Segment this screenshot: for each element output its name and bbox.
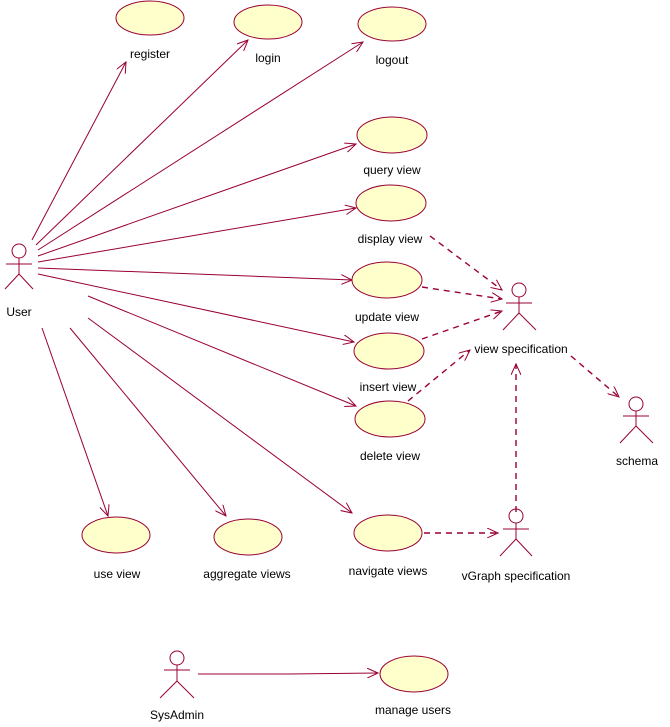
actor-label: vGraph specification <box>462 569 571 583</box>
assoc-use-view[interactable] <box>41 327 108 516</box>
stick-figure-icon <box>159 650 195 699</box>
usecase-login[interactable]: login <box>233 4 303 65</box>
dep-update-to-viewspec[interactable] <box>421 286 502 299</box>
usecase-update-view[interactable]: update view <box>351 261 423 324</box>
usecase-label: update view <box>355 310 419 324</box>
assoc-manage-users[interactable] <box>198 673 378 674</box>
stick-figure-icon <box>502 282 537 331</box>
actor-view-specification[interactable]: view specification <box>474 282 568 356</box>
usecase-label: display view <box>358 232 423 246</box>
usecase-label: manage users <box>375 703 451 717</box>
actor-label: User <box>6 305 31 319</box>
stick-figure-icon <box>4 243 34 290</box>
assoc-query-view[interactable] <box>37 144 356 257</box>
usecase-label: use view <box>94 567 141 581</box>
usecase-use-view[interactable]: use view <box>81 516 151 581</box>
usecase-label: delete view <box>360 449 420 463</box>
dep-display-to-viewspec[interactable] <box>429 235 502 290</box>
actor-label: schema <box>616 454 658 468</box>
usecase-label: aggregate views <box>203 567 290 581</box>
usecase-label: query view <box>363 163 421 177</box>
usecase-label: insert view <box>360 380 417 394</box>
usecase-label: register <box>130 47 170 61</box>
actor-vgraph-specification[interactable]: vGraph specification <box>462 508 571 583</box>
stick-figure-icon <box>619 396 654 444</box>
usecase-aggregate-views[interactable]: aggregate views <box>203 518 291 581</box>
assoc-delete-view[interactable] <box>87 295 356 406</box>
assoc-aggregate-views[interactable] <box>69 327 226 516</box>
dep-viewspec-to-schema[interactable] <box>570 355 619 397</box>
dependencies <box>407 235 619 533</box>
assoc-navigate-views[interactable] <box>87 317 352 513</box>
actor-sysadmin[interactable]: SysAdmin <box>150 650 204 722</box>
usecase-logout[interactable]: logout <box>357 6 427 67</box>
associations <box>31 40 378 674</box>
assoc-display-view[interactable] <box>37 208 356 263</box>
actor-schema[interactable]: schema <box>616 396 658 468</box>
assoc-login[interactable] <box>35 40 248 246</box>
usecase-label: login <box>255 51 280 65</box>
usecase-label: logout <box>376 53 409 67</box>
actor-label: SysAdmin <box>150 708 204 722</box>
usecase-insert-view[interactable]: insert view <box>353 332 425 394</box>
usecase-manage-users[interactable]: manage users <box>375 655 451 717</box>
usecase-query-view[interactable]: query view <box>356 116 428 177</box>
assoc-register[interactable] <box>31 62 126 241</box>
usecase-register[interactable]: register <box>115 0 185 61</box>
usecase-label: navigate views <box>349 564 428 578</box>
usecase-navigate-views[interactable]: navigate views <box>349 514 428 578</box>
actor-label: view specification <box>474 342 567 356</box>
assoc-update-view[interactable] <box>37 267 352 280</box>
assoc-logout[interactable] <box>37 42 363 251</box>
assoc-insert-view[interactable] <box>37 273 354 342</box>
usecase-delete-view[interactable]: delete view <box>354 400 426 463</box>
stick-figure-icon <box>499 508 533 557</box>
dep-delete-to-viewspec[interactable] <box>407 350 470 402</box>
dep-insert-to-viewspec[interactable] <box>421 311 502 340</box>
actor-user[interactable]: User <box>4 243 34 319</box>
usecase-display-view[interactable]: display view <box>355 184 427 246</box>
